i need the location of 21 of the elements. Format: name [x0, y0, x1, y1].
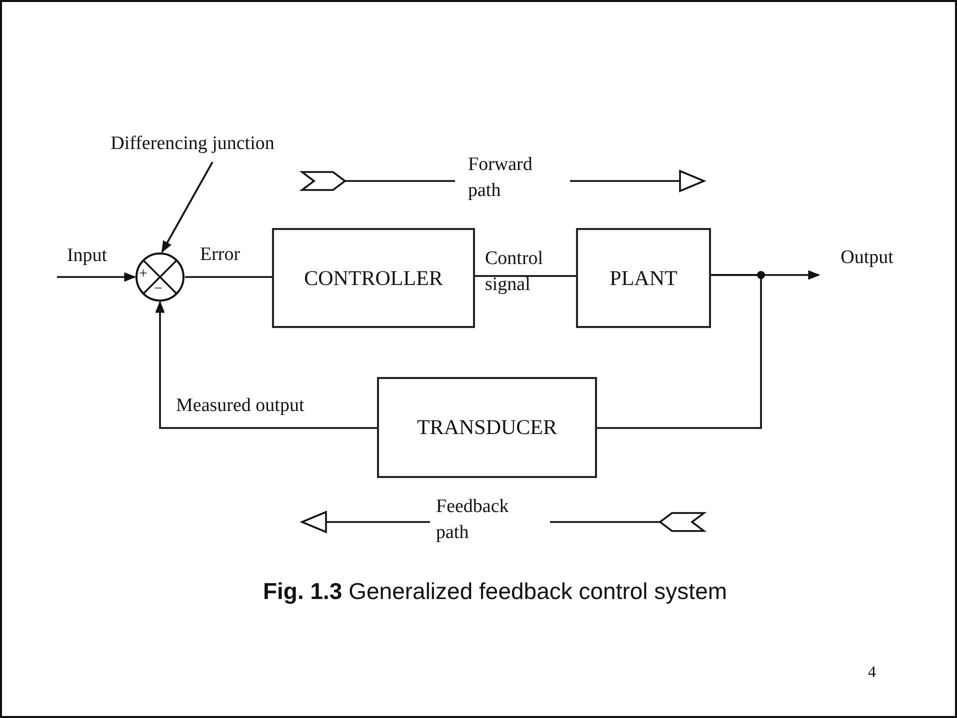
signal-line — [597, 274, 762, 429]
sign-symbol: + — [139, 267, 148, 282]
signal-line — [57, 272, 136, 282]
edge-label: Error — [200, 245, 240, 266]
leader-line — [161, 162, 214, 254]
signal-line — [475, 275, 576, 277]
signal-line — [155, 300, 377, 429]
edge-label: Control signal — [485, 247, 544, 297]
signal-label: Differencing junction — [70, 130, 315, 158]
signal-line — [185, 276, 272, 278]
signal-label: Input — [52, 243, 122, 269]
block-box: CONTROLLER — [272, 228, 475, 328]
page-number: 4 — [868, 663, 877, 683]
figure-caption: Fig. 1.3 Generalized feedback control system — [262, 578, 728, 605]
edge-label: Measured output — [176, 396, 304, 417]
signal-label: Output — [822, 245, 912, 271]
block-box: PLANT — [576, 228, 711, 328]
path-label: Forward path — [468, 153, 534, 203]
sign-symbol: − — [154, 282, 162, 297]
path-label: Feedback path — [436, 495, 510, 545]
block-box: TRANSDUCER — [377, 377, 597, 478]
